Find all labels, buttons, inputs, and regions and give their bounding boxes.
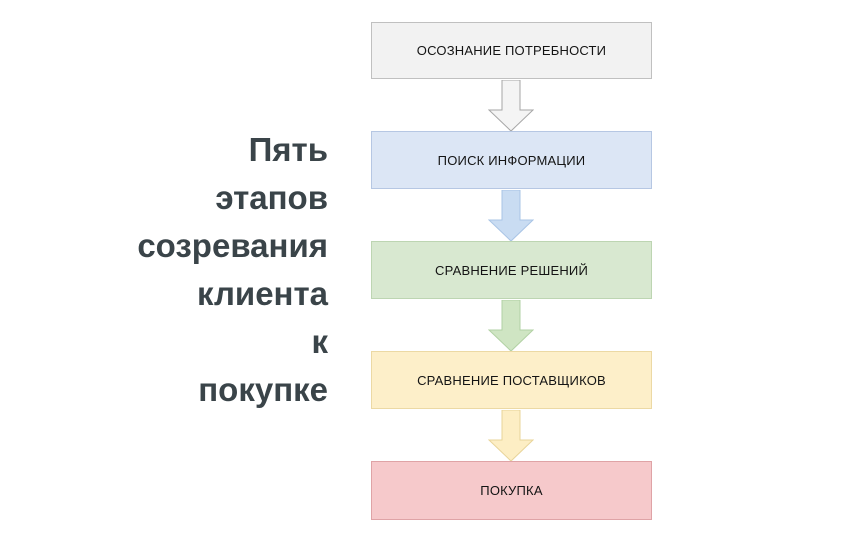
- flow-arrow-awareness-to-search: [488, 80, 534, 132]
- down-arrow-icon: [488, 190, 534, 242]
- flow-node-label: СРАВНЕНИЕ ПОСТАВЩИКОВ: [417, 372, 606, 388]
- flow-arrow-vendors-to-purchase: [488, 410, 534, 462]
- flow-node-label: ПОКУПКА: [480, 483, 543, 498]
- down-arrow-icon: [488, 80, 534, 132]
- flow-node-information-search[interactable]: ПОИСК ИНФОРМАЦИИ: [371, 131, 652, 189]
- flow-arrow-search-to-solutions: [488, 190, 534, 242]
- flow-node-label: ОСОЗНАНИЕ ПОТРЕБНОСТИ: [416, 43, 607, 58]
- page-title: Пять этапов созревания клиента к покупке: [137, 131, 328, 408]
- flow-node-label: ПОИСК ИНФОРМАЦИИ: [437, 152, 586, 168]
- down-arrow-icon: [488, 410, 534, 462]
- flow-node-awareness[interactable]: ОСОЗНАНИЕ ПОТРЕБНОСТИ: [371, 22, 652, 79]
- flow-node-vendor-comparison[interactable]: СРАВНЕНИЕ ПОСТАВЩИКОВ: [371, 351, 652, 409]
- down-arrow-icon: [488, 300, 534, 352]
- flow-node-purchase[interactable]: ПОКУПКА: [371, 461, 652, 520]
- flow-node-solution-comparison[interactable]: СРАВНЕНИЕ РЕШЕНИЙ: [371, 241, 652, 299]
- flow-arrow-solutions-to-vendors: [488, 300, 534, 352]
- flow-node-label: СРАВНЕНИЕ РЕШЕНИЙ: [434, 262, 588, 278]
